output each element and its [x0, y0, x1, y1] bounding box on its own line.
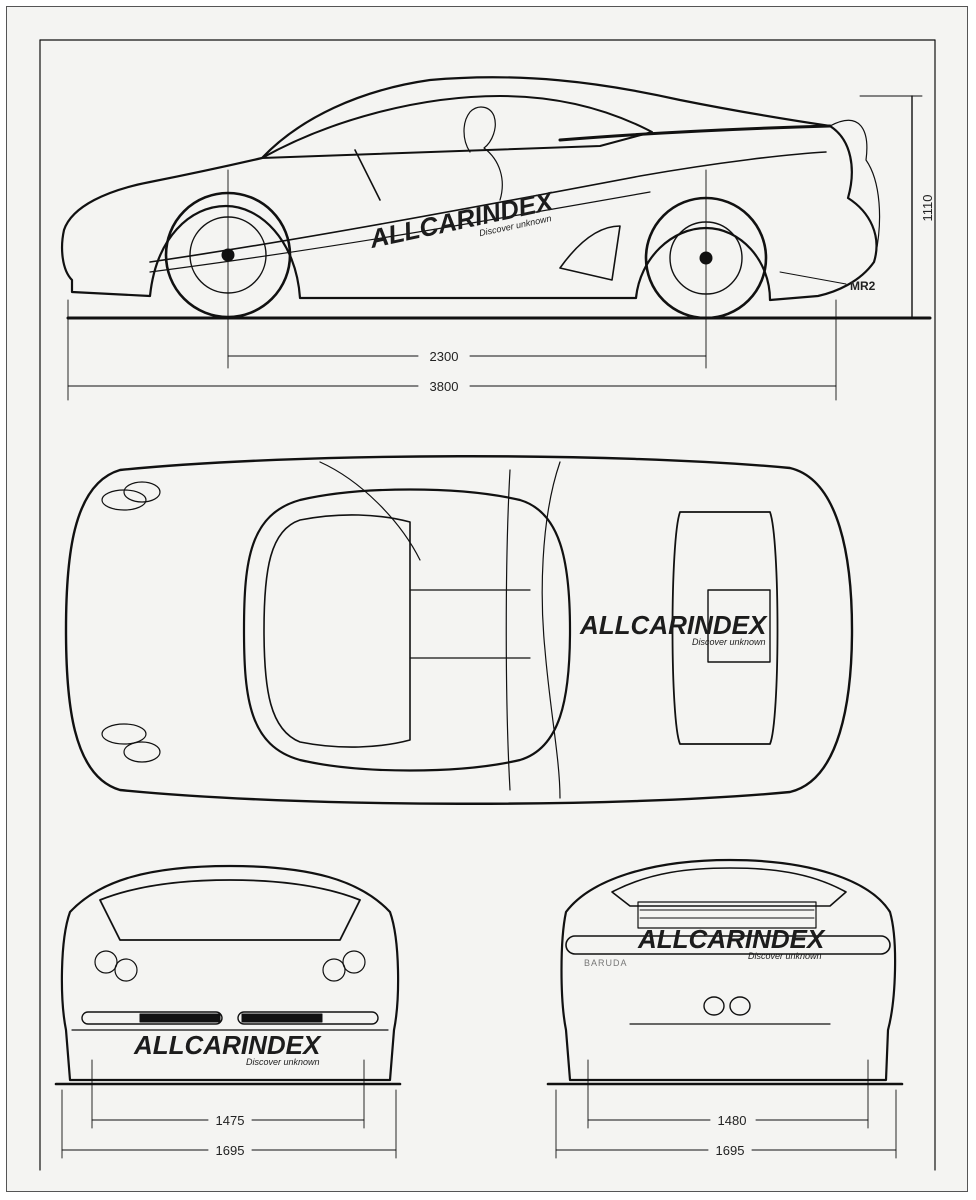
side-driver-silhouette	[463, 106, 503, 201]
rear-track-label: 1480	[718, 1113, 747, 1128]
side-view	[61, 76, 932, 401]
watermark-rear-title: ALLCARINDEX	[637, 924, 826, 954]
watermark-front: ALLCARINDEX Discover unknown	[133, 1030, 322, 1067]
top-headlight-right-1	[101, 723, 147, 745]
watermark-rear-subtitle: Discover unknown	[748, 951, 822, 961]
side-body-outline	[61, 76, 878, 302]
top-body-outline	[64, 455, 854, 805]
length-label: 3800	[430, 379, 459, 394]
watermark-top-title: ALLCARINDEX	[579, 610, 768, 640]
rear-light-bar	[565, 935, 891, 955]
front-track-label: 1475	[216, 1113, 245, 1128]
top-headlight-left-2	[123, 481, 161, 503]
top-crease-3	[505, 469, 511, 791]
wheelbase-label: 2300	[430, 349, 459, 364]
side-window	[261, 95, 653, 159]
watermark-top-subtitle: Discover unknown	[692, 637, 766, 647]
top-crease-2	[541, 461, 561, 799]
front-grille-left	[139, 1013, 221, 1023]
mr2-leader	[779, 271, 847, 285]
top-headlight-right-2	[123, 741, 161, 763]
side-air-intake	[559, 225, 621, 281]
front-headlight-right-2	[342, 950, 366, 974]
top-view	[64, 455, 854, 805]
top-engine-cover	[671, 511, 779, 745]
watermark-front-subtitle: Discover unknown	[246, 1057, 320, 1067]
top-windshield	[263, 514, 411, 748]
front-headlight-left-2	[114, 958, 138, 982]
rear-exhaust-right	[729, 996, 751, 1016]
top-crease-1	[319, 461, 421, 561]
side-sill-line	[149, 191, 651, 273]
watermark-top: ALLCARINDEX Discover unknown	[579, 610, 768, 647]
front-width-label: 1695	[216, 1143, 245, 1158]
rear-body-outline	[560, 858, 897, 1082]
watermark-side: ALLCARINDEX Discover unknown	[366, 185, 557, 254]
front-headlight-right-1	[322, 958, 346, 982]
front-grille-right	[241, 1013, 323, 1023]
side-steering-wheel	[354, 149, 381, 201]
side-beltline	[149, 151, 827, 263]
front-windshield	[99, 879, 361, 941]
watermark-rear: ALLCARINDEX Discover unknown	[637, 924, 826, 961]
rear-louvers	[637, 901, 817, 929]
side-spoiler	[558, 124, 832, 142]
front-intake-left	[81, 1011, 223, 1025]
side-rear-tail	[829, 119, 881, 263]
rear-width-label: 1695	[716, 1143, 745, 1158]
front-headlight-left-1	[94, 950, 118, 974]
top-engine-vent	[707, 589, 771, 663]
front-intake-right	[237, 1011, 379, 1025]
top-cabin-outline	[242, 488, 572, 772]
rear-view	[546, 858, 904, 1159]
model-tag-label: MR2	[850, 279, 876, 293]
height-label: 1110	[920, 195, 935, 222]
rear-window	[611, 867, 847, 907]
front-view	[54, 864, 402, 1159]
watermark-front-title: ALLCARINDEX	[133, 1030, 322, 1060]
blueprint-frame	[6, 6, 968, 1192]
rear-exhaust-left	[703, 996, 725, 1016]
rear-badge-label: BARUDA	[584, 958, 628, 968]
front-body-outline	[60, 864, 400, 1082]
